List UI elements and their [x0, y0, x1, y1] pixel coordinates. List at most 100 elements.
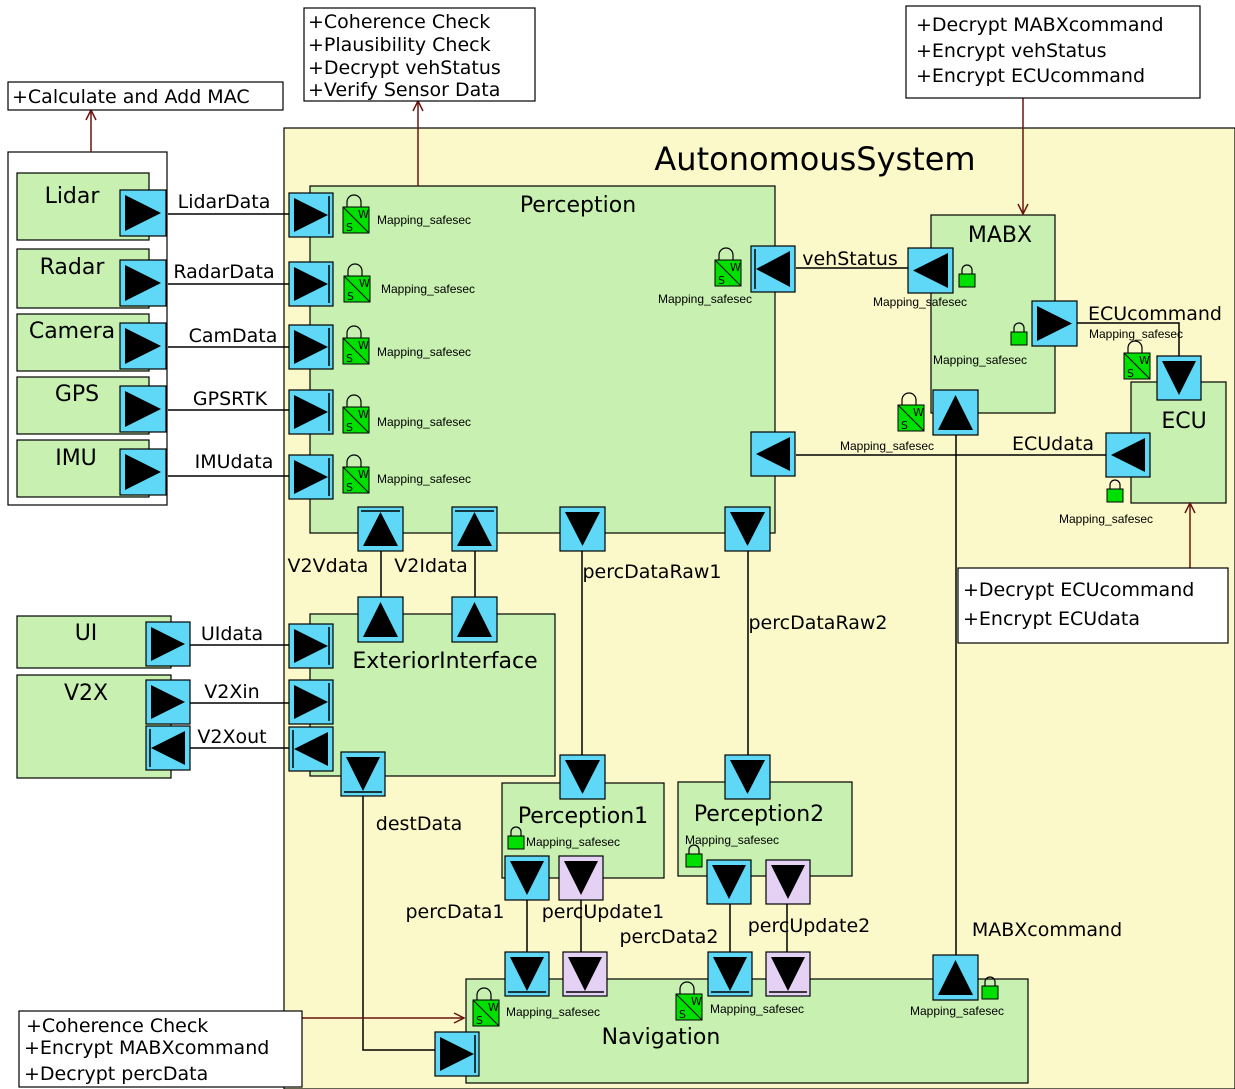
seal-letter-w: W [358, 339, 369, 352]
seal-letter-s: S [1127, 367, 1134, 380]
port [706, 859, 752, 905]
signal-label: percDataRaw2 [748, 612, 887, 634]
signal-label: V2Xin [204, 681, 259, 703]
seal-letter-w: W [691, 995, 702, 1008]
mapping-labels: Mapping_safesec Mapping_safesec Mapping_… [377, 213, 1183, 1019]
signal-label: percUpdate2 [748, 915, 871, 937]
note-perception-line: +Coherence Check [308, 11, 490, 33]
mapping-label: Mapping_safesec [873, 295, 967, 309]
port [288, 192, 334, 238]
port [907, 247, 954, 294]
seal-letter-w: W [359, 277, 370, 290]
mapping-label: Mapping_safesec [377, 415, 471, 429]
port [288, 623, 334, 669]
port [451, 506, 498, 552]
port [357, 596, 404, 643]
port [558, 855, 604, 901]
note-links [91, 98, 1190, 1018]
lock-icon: WS [675, 981, 703, 1021]
system-title: AutonomousSystem [654, 140, 975, 178]
signal-label: percData1 [405, 901, 504, 923]
port [357, 506, 404, 552]
note-ecu: +Decrypt ECUcommand +Encrypt ECUdata [957, 567, 1229, 644]
note-ecu-line: +Encrypt ECUdata [963, 608, 1140, 630]
note-mabx: +Decrypt MABXcommand +Encrypt vehStatus … [905, 5, 1201, 99]
connectors [168, 213, 1180, 1051]
port [451, 596, 498, 643]
mapping-label: Mapping_safesec [840, 439, 934, 453]
seal-letter-s: S [346, 221, 353, 234]
small-lock-icon [981, 976, 999, 1000]
signal-label: ECUcommand [1088, 303, 1222, 325]
seal-letter-s: S [346, 481, 353, 494]
seal-letter-w: W [1139, 354, 1150, 367]
note-perception-line: +Plausibility Check [308, 34, 491, 56]
port [932, 954, 979, 1001]
signal-label: vehStatus [802, 248, 898, 270]
signal-label: IMUdata [195, 451, 274, 473]
port [562, 951, 608, 997]
signal-label: V2Xout [197, 726, 266, 748]
seal-letter-w: W [730, 261, 741, 274]
note-mabx-line: +Encrypt ECUcommand [916, 65, 1145, 87]
lock-icon: WS [342, 325, 370, 365]
note-sensors-line: +Calculate and Add MAC [12, 86, 250, 108]
port [288, 324, 334, 370]
seal-letter-w: W [358, 408, 369, 421]
seal-letter-s: S [347, 290, 354, 303]
signal-label: percUpdate1 [542, 901, 665, 923]
port [765, 951, 811, 997]
lock-icon: WS [342, 454, 370, 494]
navigation-title: Navigation [602, 1025, 721, 1050]
seal-letter-w: W [488, 1001, 499, 1014]
signal-label: UIdata [201, 623, 263, 645]
mapping-label: Mapping_safesec [933, 353, 1027, 367]
note-perception: +Coherence Check +Plausibility Check +De… [303, 7, 536, 102]
seal-letter-w: W [358, 468, 369, 481]
small-lock-icon [507, 826, 525, 850]
ui-block: UI [16, 615, 172, 669]
note-ecu-line: +Decrypt ECUcommand [963, 579, 1194, 601]
seal-letter-s: S [901, 419, 908, 432]
seal-letter-w: W [358, 208, 369, 221]
port [145, 621, 191, 667]
port [750, 245, 796, 293]
port [504, 855, 550, 901]
signal-label: V2Idata [394, 555, 468, 577]
signal-label: V2Vdata [288, 555, 369, 577]
port [119, 322, 167, 370]
perception-title: Perception [520, 193, 636, 218]
lock-icon: WS [342, 194, 370, 234]
note-sensors: +Calculate and Add MAC [7, 81, 284, 111]
note-perception-line: +Verify Sensor Data [308, 79, 500, 101]
port [559, 754, 606, 800]
mapping-label: Mapping_safesec [1059, 512, 1153, 526]
port [119, 448, 167, 496]
exterior-interface-title: ExteriorInterface [352, 649, 537, 674]
port [1156, 355, 1202, 401]
seal-letter-s: S [679, 1008, 686, 1021]
note-perception-line: +Decrypt vehStatus [308, 57, 501, 79]
port [288, 261, 334, 307]
sensor-gps-label: GPS [55, 382, 99, 407]
port [340, 751, 386, 797]
perception2-title: Perception2 [694, 802, 824, 827]
small-lock-icon [685, 844, 703, 868]
port [288, 454, 334, 500]
mapping-label: Mapping_safesec [1089, 327, 1183, 341]
mabx-title: MABX [968, 223, 1032, 248]
port [559, 506, 606, 552]
port [288, 679, 334, 725]
note-navigation-line: +Coherence Check [26, 1015, 208, 1037]
lock-icon: WS [1123, 340, 1151, 380]
v2x-block-label: V2X [64, 681, 108, 706]
mapping-label: Mapping_safesec [381, 282, 475, 296]
signal-label: LidarData [178, 191, 271, 213]
mapping-label: Mapping_safesec [658, 292, 752, 306]
mapping-label: Mapping_safesec [685, 833, 779, 847]
mapping-label: Mapping_safesec [377, 472, 471, 486]
seal-letter-s: S [718, 274, 725, 287]
port [504, 951, 550, 997]
lock-icon: WS [897, 392, 925, 432]
